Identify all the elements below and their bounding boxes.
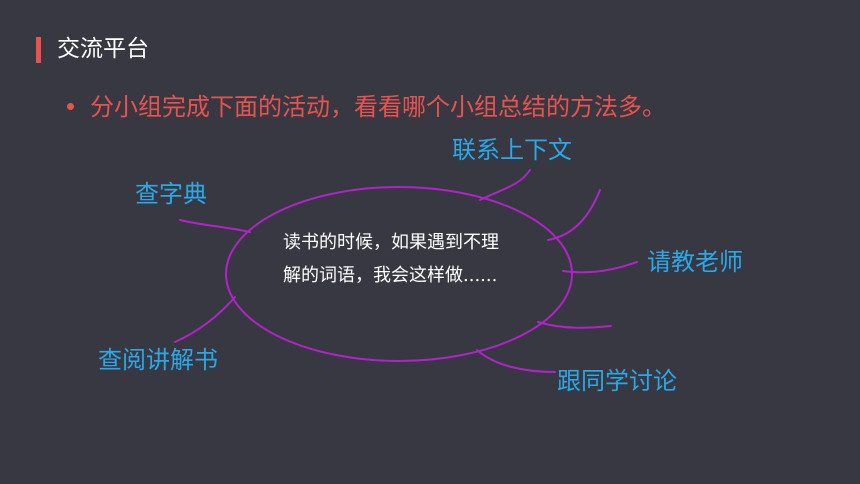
branch-line-right-1: [547, 189, 601, 241]
branch-reference-book: 查阅讲解书: [98, 346, 218, 374]
title-accent-bar: [36, 37, 41, 63]
branch-context: 联系上下文: [452, 136, 572, 164]
branch-line-left-top: [179, 219, 251, 233]
mind-map-center-text: 读书的时候，如果遇到不理解的词语，我会这样做......: [283, 232, 499, 286]
center-ellipse: [225, 186, 573, 362]
branch-line-left-bottom: [174, 296, 236, 343]
bullet-icon: [67, 103, 74, 110]
branch-discuss-classmates: 跟同学讨论: [557, 367, 677, 395]
activity-instruction: 分小组完成下面的活动，看看哪个小组总结的方法多。: [90, 93, 666, 121]
branch-dictionary: 查字典: [135, 180, 207, 208]
branch-line-bottom: [476, 349, 556, 373]
branch-ask-teacher: 请教老师: [647, 248, 743, 276]
branch-line-right-3: [537, 321, 612, 329]
branch-line-top-right: [479, 169, 531, 201]
branch-line-right-2: [562, 261, 638, 274]
slide-title: 交流平台: [57, 36, 149, 62]
